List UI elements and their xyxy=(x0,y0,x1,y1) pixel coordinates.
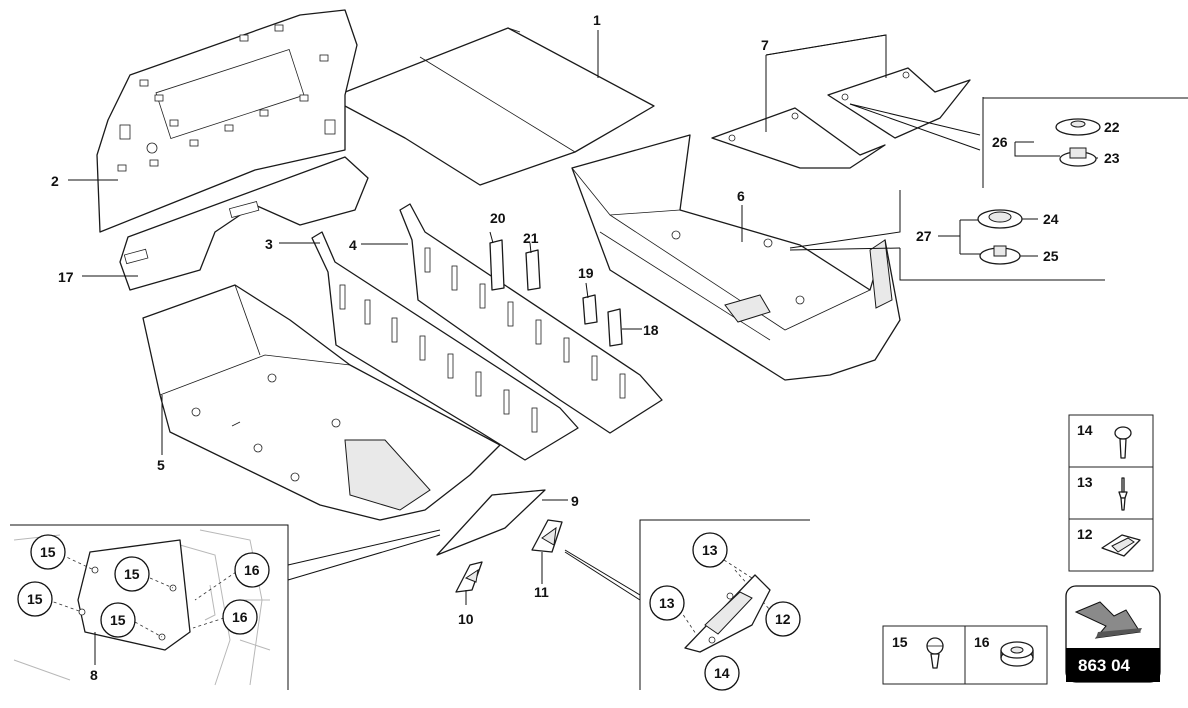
part-11-bracket[interactable] xyxy=(531,519,563,553)
part-18-block[interactable] xyxy=(607,308,623,347)
fastener-icon xyxy=(926,637,944,669)
screw-icon xyxy=(1114,426,1132,459)
catalog-badge: 863 04 xyxy=(1065,585,1161,683)
label-1: 1 xyxy=(593,12,601,28)
fastener-detail xyxy=(789,97,1188,281)
label-5: 5 xyxy=(157,457,165,473)
part-17-lower-strip[interactable] xyxy=(119,156,369,291)
label-20: 20 xyxy=(490,210,506,226)
label-9: 9 xyxy=(571,493,579,509)
legend-vertical: 14 13 12 xyxy=(1068,414,1154,572)
callout-15d: 15 xyxy=(110,612,126,628)
part-7-cover-left[interactable] xyxy=(711,107,886,169)
legend-12: 12 xyxy=(1077,526,1093,542)
label-19: 19 xyxy=(578,265,594,281)
grommet-icon xyxy=(1000,641,1034,667)
left-detail-dashes xyxy=(47,554,237,665)
badge-code: 863 04 xyxy=(1078,656,1131,675)
part-20-block[interactable] xyxy=(489,239,505,291)
label-21: 21 xyxy=(523,230,539,246)
legend-horizontal: 15 16 xyxy=(882,625,1048,685)
label-3: 3 xyxy=(265,236,273,252)
callout-15a: 15 xyxy=(40,544,56,560)
legend-16: 16 xyxy=(974,634,990,650)
callout-12: 12 xyxy=(775,611,791,627)
label-11: 11 xyxy=(534,584,549,600)
label-8: 8 xyxy=(90,667,98,683)
callout-16a: 16 xyxy=(244,562,260,578)
label-27: 27 xyxy=(916,228,932,244)
label-25: 25 xyxy=(1043,248,1059,264)
label-22: 22 xyxy=(1104,119,1120,135)
part-7-cover-right[interactable] xyxy=(827,67,971,139)
part-3-left-rail[interactable] xyxy=(311,231,579,461)
legend-14: 14 xyxy=(1077,422,1093,438)
label-10: 10 xyxy=(458,611,474,627)
legend-15: 15 xyxy=(892,634,908,650)
part-2-rear-panel[interactable] xyxy=(96,9,358,233)
left-detail-callouts xyxy=(17,534,270,638)
part-9-bracket-detail[interactable] xyxy=(684,574,771,653)
part-9-plate[interactable] xyxy=(436,489,546,556)
leader-lines xyxy=(68,30,887,605)
label-26: 26 xyxy=(992,134,1008,150)
left-detail-view xyxy=(10,524,441,690)
label-6: 6 xyxy=(737,188,745,204)
part-4-right-rail[interactable] xyxy=(399,203,663,434)
right-detail-callouts xyxy=(649,532,801,691)
callout-15b: 15 xyxy=(124,566,140,582)
part-21-block[interactable] xyxy=(525,249,541,291)
label-18: 18 xyxy=(643,322,659,338)
part-1-top-cover[interactable] xyxy=(329,27,655,186)
label-4: 4 xyxy=(349,237,357,253)
legend-13: 13 xyxy=(1077,474,1093,490)
detail-callout-labels: 15 15 15 15 16 16 13 13 12 14 xyxy=(27,542,791,681)
callout-14: 14 xyxy=(714,665,730,681)
label-17: 17 xyxy=(58,269,74,285)
part-labels: 1 2 3 4 5 6 7 8 9 10 11 17 18 19 20 21 2… xyxy=(51,12,1120,683)
part-19-block[interactable] xyxy=(582,294,598,325)
part-6-tunnel[interactable] xyxy=(571,134,901,381)
callout-13a: 13 xyxy=(702,542,718,558)
callout-16b: 16 xyxy=(232,609,248,625)
rivet-icon xyxy=(1118,477,1128,511)
arrow-icon xyxy=(1074,601,1142,639)
callout-15c: 15 xyxy=(27,591,43,607)
label-23: 23 xyxy=(1104,150,1120,166)
part-10-bracket[interactable] xyxy=(455,561,483,593)
label-7: 7 xyxy=(761,37,769,53)
callout-13b: 13 xyxy=(659,595,675,611)
label-2: 2 xyxy=(51,173,59,189)
part-5-floor-tray[interactable] xyxy=(142,284,501,521)
clip-icon xyxy=(1101,534,1141,557)
label-24: 24 xyxy=(1043,211,1059,227)
